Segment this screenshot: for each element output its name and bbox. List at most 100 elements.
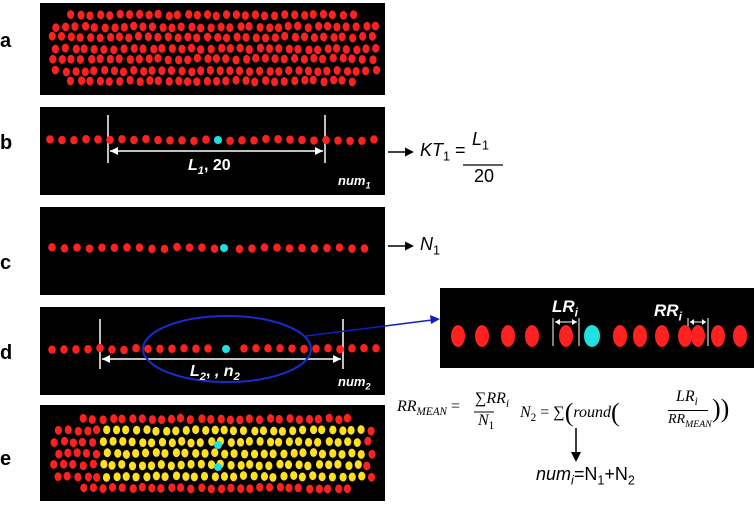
- kernel-dot: [269, 449, 277, 459]
- kernel-dot: [291, 76, 299, 86]
- kernel-dot: [113, 472, 121, 482]
- kernel-dot: [222, 54, 230, 64]
- kernel-dot: [324, 484, 332, 494]
- kernel-dot: [334, 459, 342, 469]
- kernel-dot: [373, 65, 381, 75]
- kernel-dot: [69, 438, 78, 448]
- kernel-dot: [346, 136, 354, 146]
- kernel-dot: [347, 425, 355, 435]
- kernel-dot: [94, 135, 102, 144]
- kernel-dot: [233, 32, 241, 42]
- kernel-dot: [103, 425, 111, 435]
- kernel-dot: [319, 9, 328, 19]
- ear-image-a: [48, 9, 381, 87]
- kernel-dot: [299, 425, 307, 435]
- kernel-dot: [208, 437, 216, 446]
- kernel-dot: [260, 11, 269, 21]
- kernel-dot: [236, 43, 244, 53]
- kernel-dot: [184, 32, 192, 42]
- kernel-dot: [211, 425, 219, 435]
- kernel-dot: [240, 344, 248, 353]
- kernel-dot: [348, 344, 356, 353]
- kernel-dot: [251, 426, 259, 436]
- kernel-dot: [214, 32, 222, 42]
- kernel-dot: [89, 483, 98, 493]
- kernel-dot: [96, 33, 104, 43]
- kernel-dot: [101, 65, 109, 75]
- kernel-dot: [229, 472, 238, 482]
- kernel-dot: [314, 414, 323, 424]
- kt-numerator: L1: [472, 129, 490, 153]
- kernel-dot: [87, 33, 95, 42]
- kernel-dot: [275, 67, 283, 76]
- kernel-dot: [198, 483, 206, 493]
- kernel-dot: [100, 45, 108, 54]
- kernel-dot: [81, 21, 90, 31]
- kernel-dot: [320, 77, 328, 87]
- kernel-dot: [173, 10, 181, 20]
- kernel-dot: [158, 437, 167, 447]
- kernel-dot: [270, 11, 279, 21]
- kernel-dot: [99, 437, 107, 447]
- arrowhead-right-b: [315, 147, 323, 155]
- rr-mean-denominator: N1: [478, 412, 495, 433]
- kernel-dot: [178, 66, 186, 76]
- kernel-dot: [152, 426, 160, 436]
- kernel-dot: [266, 23, 274, 33]
- kernel-dot: [342, 45, 350, 54]
- kernel-dot: [193, 53, 201, 63]
- kernel-dot: [188, 67, 196, 77]
- kernel-dot: [98, 243, 106, 252]
- kernel-dot: [186, 415, 194, 424]
- panel-label-e: e: [0, 448, 12, 470]
- kernel-dot: [329, 425, 337, 435]
- kernel-dot: [246, 67, 254, 77]
- kernel-dot: [323, 243, 331, 253]
- kernel-dot: [109, 436, 117, 446]
- kernel-dot: [106, 11, 114, 20]
- kernel-dot: [198, 414, 206, 424]
- kernel-dot: [80, 44, 88, 54]
- kernel-dot: [318, 425, 326, 435]
- kernel-dot: [371, 21, 380, 31]
- kernel-dot: [175, 55, 183, 65]
- kernel-dot: [174, 33, 182, 43]
- kernel-dot: [103, 448, 111, 458]
- rr-mean-numerator: ∑RRi: [475, 390, 510, 411]
- zoom-kernel: [501, 325, 515, 347]
- kernel-row-c: [48, 242, 369, 254]
- kernel-dot: [310, 53, 318, 63]
- kernel-dot: [260, 472, 269, 481]
- kernel-dot: [265, 482, 274, 492]
- kernel-dot: [280, 77, 288, 86]
- kernel-dot: [129, 484, 137, 493]
- kernel-dot: [216, 66, 224, 76]
- kernel-dot: [148, 244, 156, 254]
- kernel-dot: [274, 23, 283, 33]
- kernel-dot: [176, 483, 185, 492]
- kernel-dot: [118, 414, 126, 424]
- span-label-d: L2, , n2: [190, 363, 240, 384]
- kernel-dot: [164, 32, 172, 42]
- kernel-dot: [73, 243, 81, 252]
- kernel-dot: [190, 136, 198, 146]
- panel-label-b: b: [0, 132, 13, 154]
- kernel-dot: [353, 438, 361, 447]
- kernel-dot: [88, 54, 96, 64]
- kernel-dot: [255, 415, 264, 425]
- kernel-dot: [324, 344, 332, 353]
- kernel-dot: [165, 76, 173, 86]
- kernel-dot: [309, 448, 318, 457]
- kernel-row-b: [46, 115, 378, 163]
- kernel-dot: [207, 484, 215, 494]
- kernel-dot: [72, 345, 80, 354]
- kernel-dot: [158, 43, 166, 53]
- kernel-dot: [130, 21, 138, 31]
- kernel-dot: [232, 55, 240, 65]
- kernel-dot: [204, 344, 212, 353]
- panel-label-d: d: [0, 342, 13, 364]
- kernel-dot: [80, 483, 88, 493]
- panel-b-image: L1, 20 num1: [40, 107, 385, 195]
- kernel-dot: [187, 484, 195, 494]
